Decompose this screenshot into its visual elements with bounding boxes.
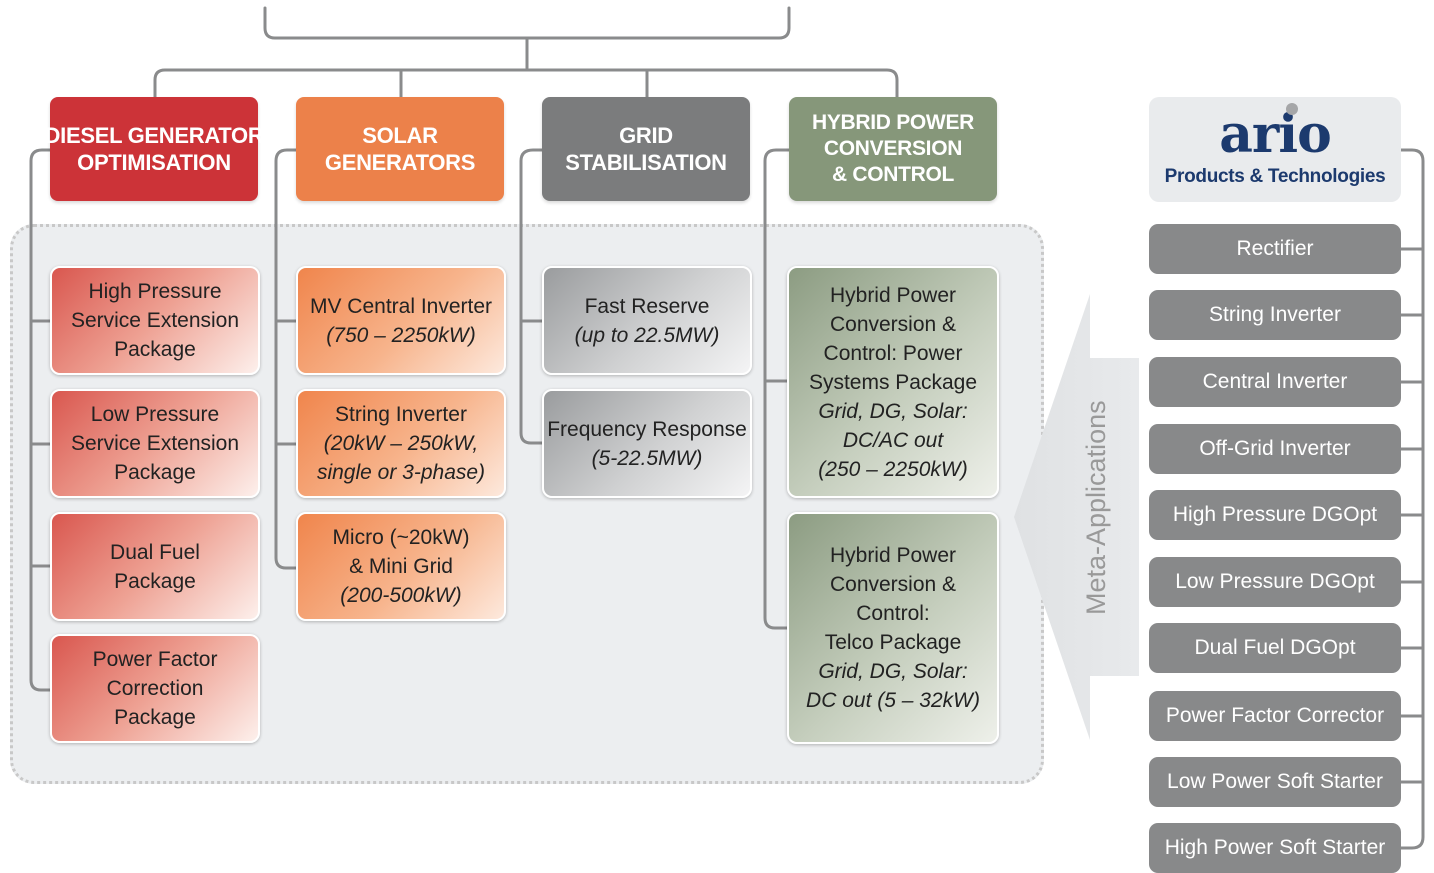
item-label: Low Pressure [90,403,220,426]
item-label: Conversion & [829,312,957,336]
item-spec: (up to 22.5MW) [574,323,720,347]
item-string-inverter: String Inverter (20kW – 250kW, single or… [296,389,506,498]
category-label: SOLAR [362,123,438,148]
item-low-pressure-package: Low Pressure Service Extension Package [50,389,260,498]
item-label: Fast Reserve [584,294,710,318]
item-label: Hybrid Power [829,283,957,307]
item-label: Correction [106,677,204,700]
item-label: Service Extension [70,309,240,332]
item-label: Telco Package [824,631,962,654]
category-solar-generators: SOLAR GENERATORS [296,97,504,201]
item-label: Conversion & [829,573,957,596]
category-label: HYBRID POWER [811,111,975,134]
item-label: Frequency Response [547,417,747,441]
item-label: Package [114,569,196,593]
item-label: MV Central Inverter [309,294,493,318]
top-bracket [263,6,791,40]
brand-subtitle: Products & Technologies [1164,166,1386,187]
product-dual-fuel-dgopt: Dual Fuel DGOpt [1149,623,1401,673]
category-label: DIESEL GENERATOR [44,123,264,148]
item-label: Control: [856,602,930,625]
category-label: & CONTROL [831,163,955,186]
product-string-inverter: String Inverter [1149,290,1401,340]
item-dual-fuel-package: Dual Fuel Package [50,512,260,621]
category-connector [153,68,899,99]
item-label: Power Factor [92,648,218,671]
category-label: OPTIMISATION [77,150,231,175]
item-label: Package [114,461,196,484]
item-power-factor-package: Power Factor Correction Package [50,634,260,743]
category-label: CONVERSION [823,137,963,160]
item-spec: DC out (5 – 32kW) [806,689,980,712]
item-label: Micro (~20kW) [332,526,470,549]
item-telco-package: Hybrid Power Conversion & Control: Telco… [787,512,999,744]
item-label: Hybrid Power [829,544,957,567]
product-high-power-soft-starter: High Power Soft Starter [1149,823,1401,873]
item-label: Dual Fuel [110,540,200,564]
grid-tree [519,148,544,445]
category-diesel-generator: DIESEL GENERATOR OPTIMISATION [45,97,264,201]
item-spec: (5-22.5MW) [591,446,703,470]
item-spec: single or 3-phase) [316,461,486,484]
item-spec: (20kW – 250kW, [323,432,479,455]
item-power-systems-package: Hybrid Power Conversion & Control: Power… [787,266,999,498]
category-grid-stabilisation: GRID STABILISATION [542,97,750,201]
product-low-power-soft-starter: Low Power Soft Starter [1149,757,1401,807]
solar-tree [274,148,298,570]
item-label: String Inverter [335,403,467,426]
item-frequency-response: Frequency Response (5-22.5MW) [542,389,752,498]
logo-dot [1286,103,1298,115]
item-spec: (750 – 2250kW) [326,323,476,347]
product-off-grid-inverter: Off-Grid Inverter [1149,424,1401,474]
product-central-inverter: Central Inverter [1149,357,1401,407]
item-label: Service Extension [70,432,240,455]
diesel-tree [29,148,52,692]
item-fast-reserve: Fast Reserve (up to 22.5MW) [542,266,752,375]
category-label: STABILISATION [565,150,727,175]
item-label: Control: Power [823,341,963,365]
meta-applications-label: Meta-Applications [1081,400,1111,615]
item-label: & Mini Grid [349,555,453,578]
item-label: Systems Package [808,370,978,394]
brand-card: ario Products & Technologies [1149,97,1401,202]
meta-applications-arrow [1014,294,1139,740]
product-power-factor-corrector: Power Factor Corrector [1149,691,1401,741]
item-spec: (250 – 2250kW) [818,457,968,481]
item-high-pressure-package: High Pressure Service Extension Package [50,266,260,375]
item-spec: Grid, DG, Solar: [818,399,968,423]
products-bracket [1399,148,1425,850]
item-spec: Grid, DG, Solar: [818,660,968,683]
item-spec: (200-500kW) [340,584,462,607]
item-micro-mini-grid: Micro (~20kW) & Mini Grid (200-500kW) [296,512,506,621]
category-label: GRID [619,123,673,148]
item-label: Package [114,338,196,361]
category-label: GENERATORS [324,150,476,175]
ario-logo: ario [1219,104,1332,165]
product-high-pressure-dgopt: High Pressure DGOpt [1149,490,1401,540]
product-low-pressure-dgopt: Low Pressure DGOpt [1149,557,1401,607]
item-label: Package [114,706,196,729]
item-label: High Pressure [88,280,222,303]
category-hybrid-power: HYBRID POWER CONVERSION & CONTROL [789,97,997,201]
item-spec: DC/AC out [842,428,944,452]
hybrid-tree [763,148,791,630]
item-mv-central-inverter: MV Central Inverter (750 – 2250kW) [296,266,506,375]
product-rectifier: Rectifier [1149,224,1401,274]
